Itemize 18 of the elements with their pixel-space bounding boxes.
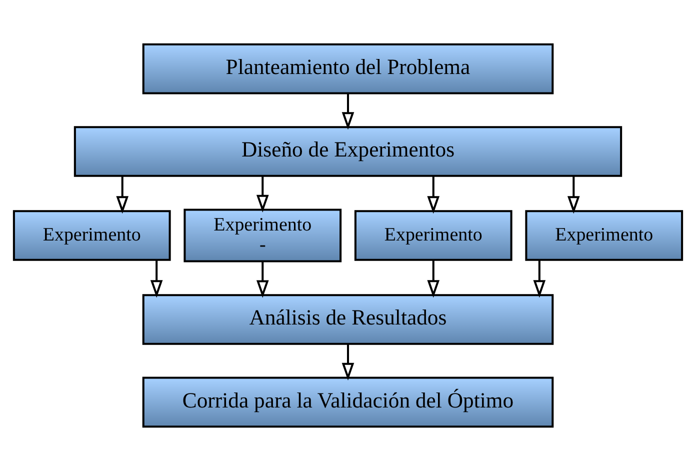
arrow (533, 260, 546, 298)
node-box: Corrida para la Validación del Óptimo (142, 376, 554, 428)
arrow (567, 176, 580, 214)
node-box: Experimento (12, 210, 171, 261)
arrow (427, 176, 440, 214)
arrow (256, 176, 269, 213)
arrow (256, 262, 269, 298)
node-box: Diseño de Experimentos (74, 126, 622, 177)
arrow (150, 260, 163, 298)
node-box: Experimento (525, 210, 684, 261)
arrow (342, 344, 354, 380)
node-box: Análisis de Resultados (142, 294, 554, 345)
node-box: Experimento - (184, 208, 342, 262)
arrow (116, 176, 129, 214)
node-box: Experimento (354, 210, 512, 261)
arrow (342, 94, 354, 130)
arrow (427, 260, 440, 298)
node-box: Planteamiento del Problema (142, 43, 554, 94)
